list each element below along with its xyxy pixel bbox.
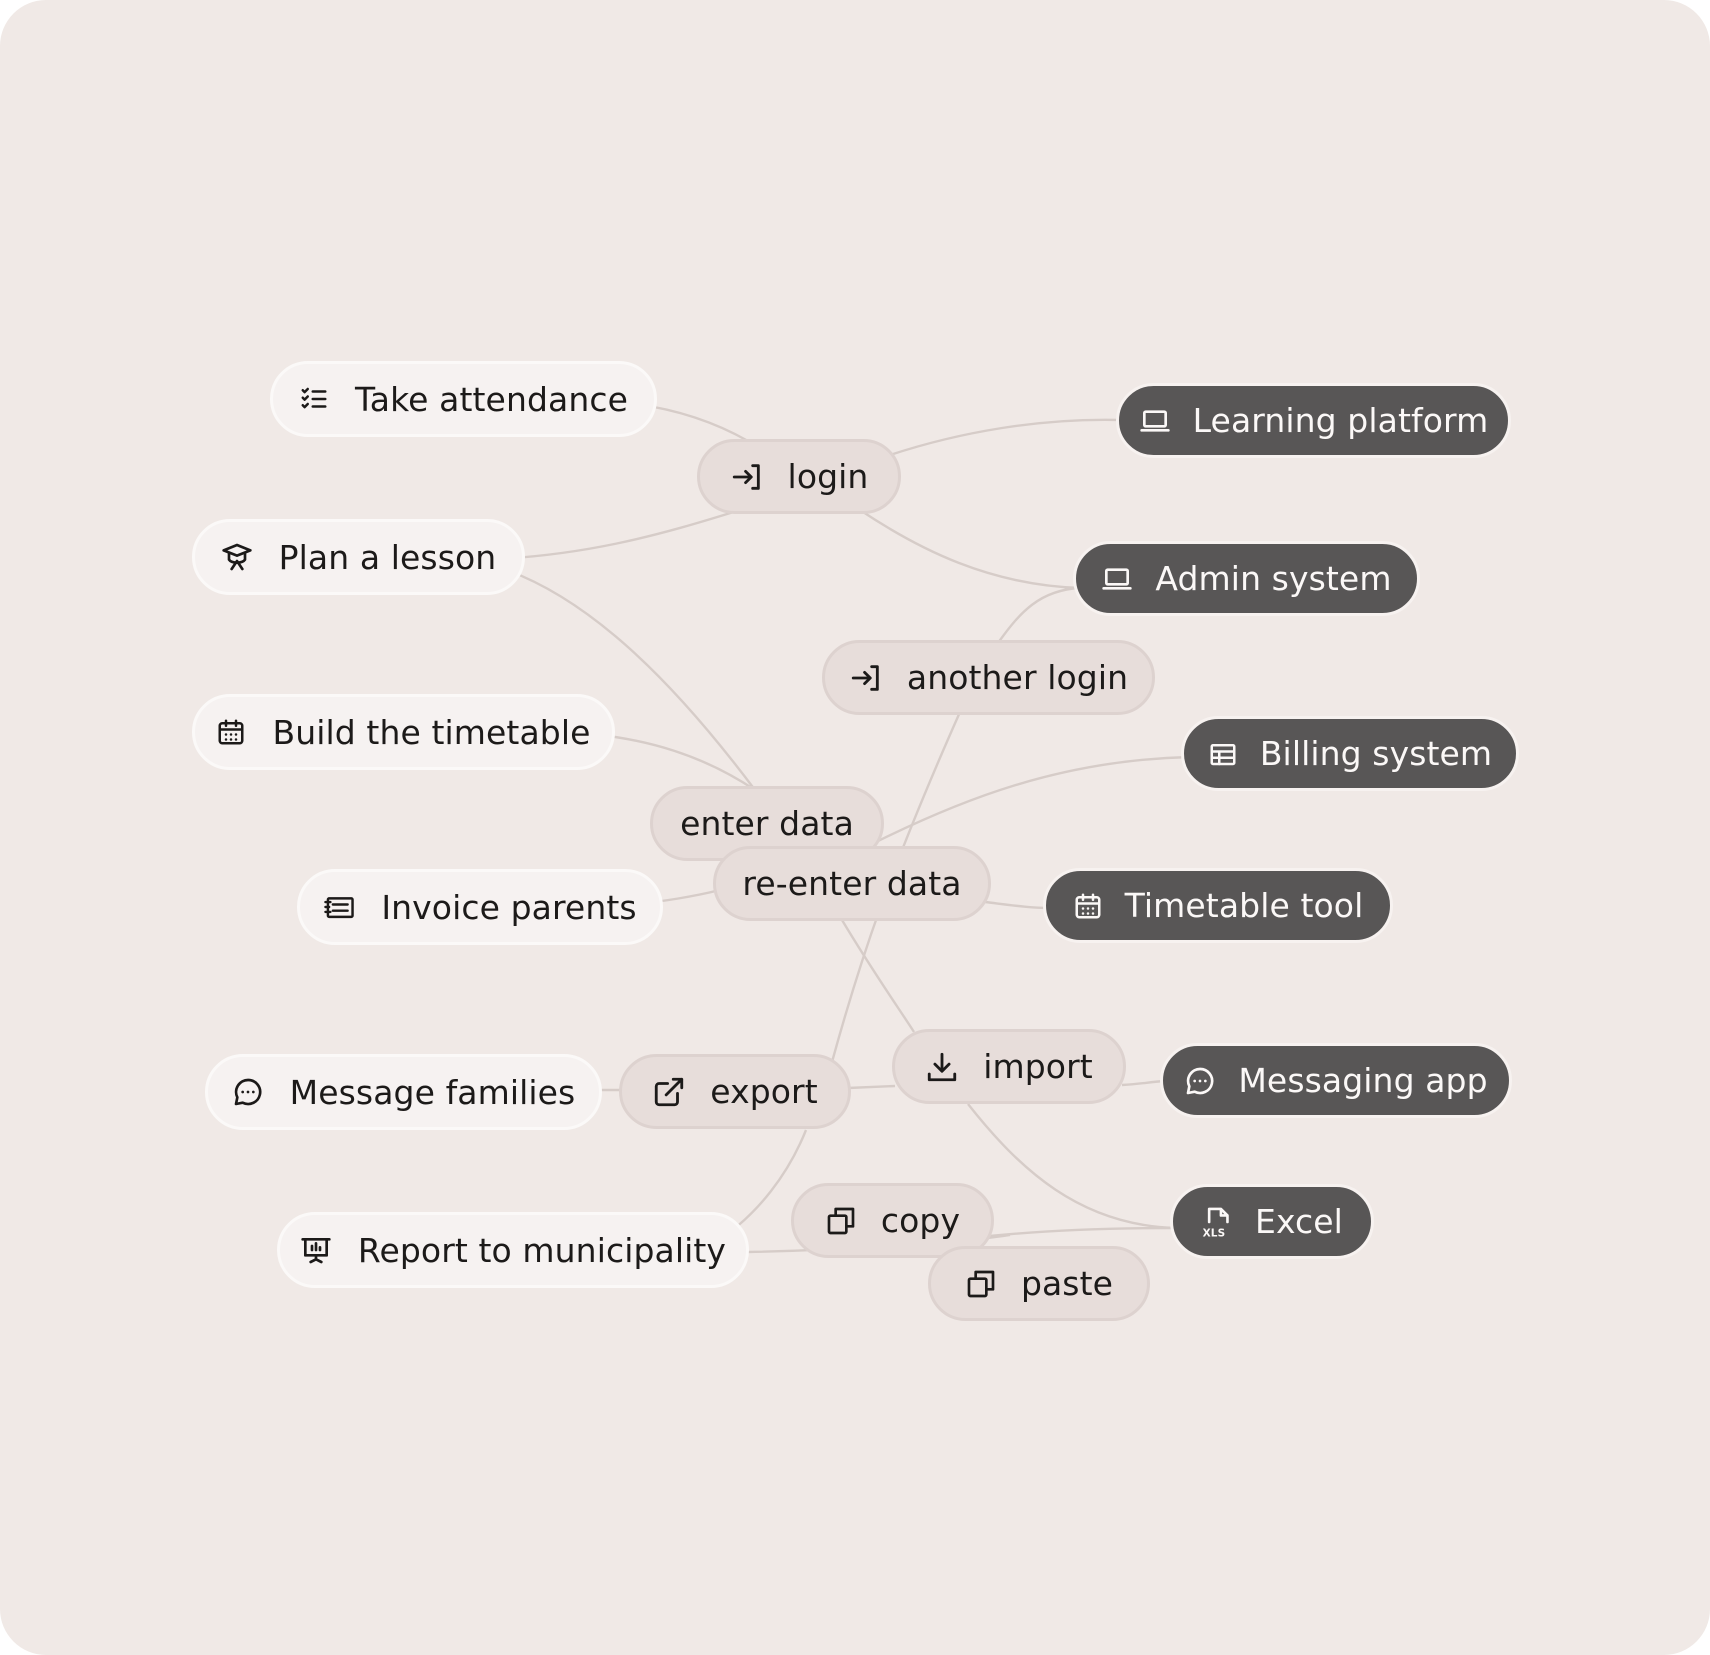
system-label: Timetable tool [1124, 886, 1364, 925]
system-messaging-app[interactable]: Messaging app [1160, 1043, 1512, 1118]
system-billing-system[interactable]: Billing system [1181, 716, 1519, 791]
connector-import-messaging-app [1121, 1079, 1166, 1087]
connector-enter-data-billing-system [869, 755, 1191, 847]
connector-copy-excel [989, 1226, 1176, 1238]
action-label: login [787, 457, 869, 496]
system-excel[interactable]: XLS Excel [1170, 1184, 1374, 1259]
login-arrow-icon [730, 460, 764, 494]
connector-another-login-admin-system [997, 586, 1081, 644]
system-label: Excel [1255, 1202, 1343, 1241]
action-label: enter data [680, 804, 854, 843]
action-import[interactable]: import [892, 1029, 1126, 1104]
task-label: Take attendance [355, 379, 628, 419]
task-report-to-municipality[interactable]: Report to municipality [277, 1212, 749, 1288]
connector-import-excel [967, 1103, 1176, 1230]
calendar-icon [1073, 891, 1103, 921]
system-learning-platform[interactable]: Learning platform [1116, 383, 1511, 458]
presentation-chart-icon [300, 1234, 332, 1266]
graduation-cap-icon [221, 541, 253, 573]
task-label: Report to municipality [357, 1230, 727, 1270]
action-login[interactable]: login [697, 439, 901, 514]
action-label: copy [880, 1201, 961, 1240]
task-label: Plan a lesson [278, 537, 497, 577]
system-label: Messaging app [1238, 1061, 1488, 1100]
task-plan-a-lesson[interactable]: Plan a lesson [192, 519, 525, 595]
action-label: another login [906, 658, 1129, 697]
system-timetable-tool[interactable]: Timetable tool [1043, 868, 1393, 943]
calendar-icon [216, 717, 246, 747]
connector-login-learning-platform [889, 418, 1121, 457]
system-label: Learning platform [1192, 401, 1489, 440]
action-paste[interactable]: paste [928, 1246, 1150, 1321]
invoice-icon [323, 892, 355, 922]
action-label: export [710, 1072, 818, 1111]
action-export[interactable]: export [619, 1054, 851, 1129]
task-label: Message families [289, 1072, 576, 1112]
connector-re-enter-data-timetable-tool [984, 900, 1051, 910]
action-copy[interactable]: copy [791, 1183, 994, 1258]
checklist-icon [299, 384, 329, 414]
task-message-families[interactable]: Message families [205, 1054, 602, 1130]
copy-icon [965, 1268, 997, 1300]
login-arrow-icon [849, 661, 883, 695]
table-icon [1208, 739, 1238, 769]
download-icon [925, 1050, 959, 1084]
connector-login-admin-system [859, 509, 1081, 590]
xls-file-icon: XLS [1201, 1205, 1233, 1239]
action-another-login[interactable]: another login [822, 640, 1155, 715]
chat-bubble-icon [1184, 1065, 1216, 1097]
system-label: Billing system [1259, 734, 1493, 773]
chat-bubble-icon [232, 1076, 264, 1108]
action-label: import [983, 1047, 1093, 1086]
task-invoice-parents[interactable]: Invoice parents [297, 869, 663, 945]
task-take-attendance[interactable]: Take attendance [270, 361, 657, 437]
svg-text:XLS: XLS [1203, 1227, 1226, 1239]
task-label: Invoice parents [381, 887, 637, 927]
copy-icon [825, 1205, 857, 1237]
system-admin-system[interactable]: Admin system [1073, 541, 1420, 616]
system-label: Admin system [1155, 559, 1392, 598]
action-label: paste [1020, 1264, 1114, 1303]
action-label: re-enter data [742, 864, 962, 903]
connector-re-enter-data-import [840, 919, 916, 1033]
external-link-icon [652, 1075, 686, 1109]
laptop-icon [1101, 564, 1133, 594]
connector-export-import [847, 1084, 896, 1090]
action-re-enter-data[interactable]: re-enter data [713, 846, 991, 921]
task-label: Build the timetable [272, 712, 591, 752]
laptop-icon [1139, 406, 1171, 436]
task-build-the-timetable[interactable]: Build the timetable [192, 694, 615, 770]
